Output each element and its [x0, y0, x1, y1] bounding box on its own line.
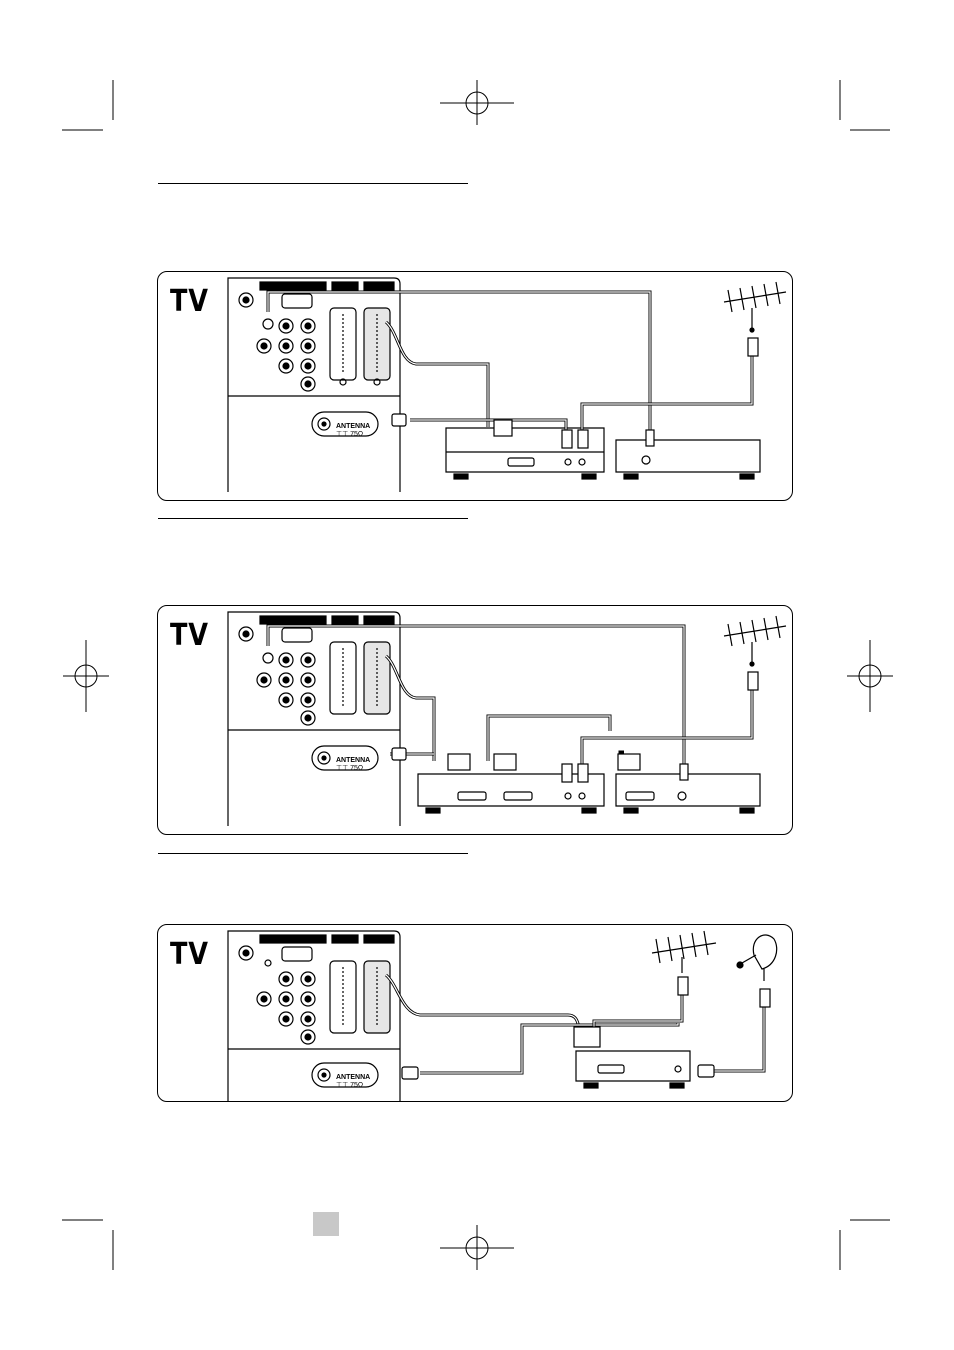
connection-diagram-2: TV	[157, 605, 793, 835]
connection-diagram-1: TV	[157, 271, 793, 501]
diagram-3-svg: ANTENNA ⊤⊤ 75Ω	[158, 925, 793, 1102]
diagram-1-svg: ANTENNA ⊤⊤ 75Ω	[158, 272, 793, 501]
antenna-socket-sub: ⊤⊤ 75Ω	[336, 1082, 363, 1089]
diagram-2-svg: ANTENNA ⊤⊤ 75Ω	[158, 606, 793, 835]
antenna-socket-label: ANTENNA	[336, 757, 370, 764]
antenna-socket-label: ANTENNA	[336, 1074, 370, 1081]
antenna-socket-sub: ⊤⊤ 75Ω	[336, 431, 363, 438]
section-rule-1	[158, 183, 468, 184]
antenna-socket-label: ANTENNA	[336, 423, 370, 430]
antenna-socket-sub: ⊤⊤ 75Ω	[336, 765, 363, 772]
section-rule-2	[158, 518, 468, 519]
connection-diagram-3: TV	[157, 924, 793, 1102]
page-number-box	[313, 1212, 339, 1236]
section-rule-3	[158, 853, 468, 854]
